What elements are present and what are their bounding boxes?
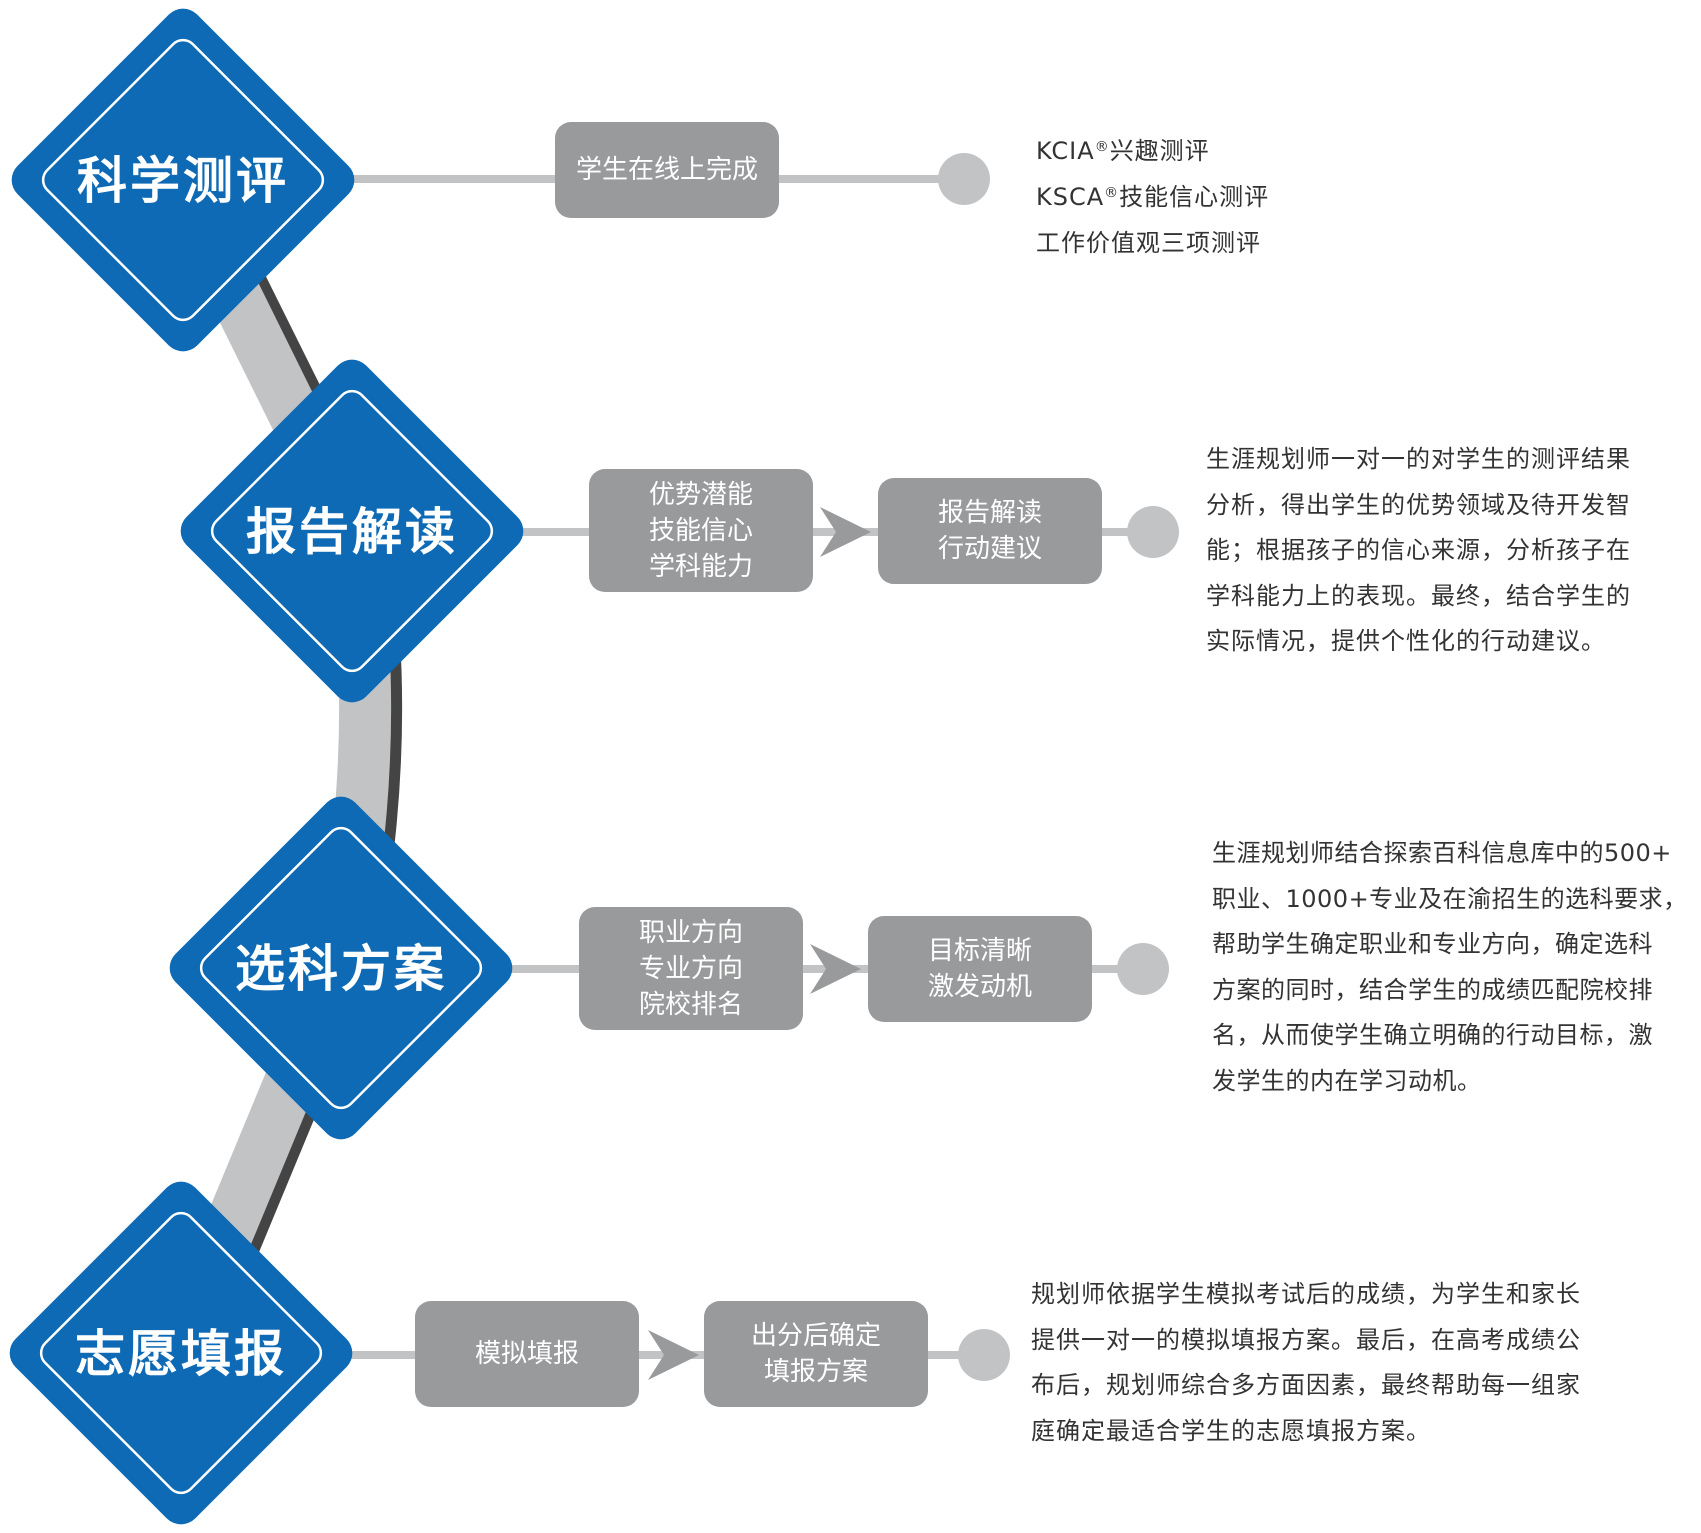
description-line: 提供一对一的模拟填报方案。最后，在高考成绩公 [1031, 1325, 1581, 1354]
arrow-icon [820, 507, 871, 557]
end-node [938, 153, 990, 205]
box-line: 技能信心 [648, 515, 753, 546]
step-1-description: KCIA®兴趣测评 KSCA®技能信心测评 工作价值观三项测评 [1036, 128, 1269, 266]
diamond-shape [11, 8, 355, 352]
step-4-box-2: 出分后确定 填报方案 [704, 1301, 928, 1407]
diamond-inner-border [41, 38, 325, 322]
box-line: 院校排名 [638, 989, 743, 1020]
diamond-inner-border [39, 1211, 323, 1495]
step-2-box-1: 优势潜能 技能信心 学科能力 [589, 469, 813, 592]
description-line: 布后，规划师综合多方面因素，最终帮助每一组家 [1031, 1371, 1581, 1399]
step-title: 选科方案 [235, 940, 447, 998]
step-1-diamond: 科学测评 [11, 8, 355, 352]
step-title: 科学测评 [77, 152, 289, 210]
description-line: 名，从而使学生确立明确的行动目标，激 [1212, 1021, 1653, 1049]
box-line: 目标清晰 [927, 936, 1032, 966]
test-name-suffix: 技能信心测评 [1119, 183, 1270, 211]
arrow-icon [648, 1330, 699, 1380]
description-line: 能；根据孩子的信心来源，分析孩子在 [1206, 536, 1631, 564]
test-name: KSCA [1036, 183, 1105, 211]
description-line: 生涯规划师结合探索百科信息库中的500+ [1212, 839, 1672, 867]
registered-mark: ® [1104, 185, 1120, 201]
box-line: 学科能力 [648, 551, 753, 582]
description-line: 规划师依据学生模拟考试后的成绩，为学生和家长 [1031, 1280, 1581, 1308]
description-line: 实际情况，提供个性化的行动建议。 [1206, 627, 1606, 655]
description-line: 发学生的内在学习动机。 [1212, 1066, 1482, 1095]
description-line: KSCA®技能信心测评 [1036, 174, 1269, 220]
description-line: KCIA®兴趣测评 [1036, 128, 1269, 174]
end-node [1117, 943, 1169, 995]
box-line: 填报方案 [763, 1357, 868, 1387]
diamond-shape [169, 796, 513, 1140]
box-line: 报告解读 [937, 498, 1042, 528]
step-connectors [154, 169, 403, 1362]
step-4-description: 规划师依据学生模拟考试后的成绩，为学生和家长 提供一对一的模拟填报方案。最后，在… [1031, 1272, 1581, 1454]
arrow-icon [810, 944, 861, 994]
box-line: 专业方向 [638, 953, 743, 984]
step-1-box-1: 学生在线上完成 [555, 122, 779, 218]
box-line: 优势潜能 [648, 479, 753, 510]
test-name: KCIA [1036, 137, 1095, 165]
description-line: 工作价值观三项测评 [1036, 229, 1261, 257]
registered-mark: ® [1094, 139, 1110, 155]
step-3-box-2: 目标清晰 激发动机 [868, 916, 1092, 1022]
description-line: 方案的同时，结合学生的成绩匹配院校排 [1212, 975, 1653, 1004]
step-2-description: 生涯规划师一对一的对学生的测评结果 分析，得出学生的优势领域及待开发智 能；根据… [1206, 437, 1631, 665]
box-line: 学生在线上完成 [575, 155, 758, 185]
diamond-shape [180, 359, 524, 703]
end-node [1127, 506, 1179, 558]
step-title: 报告解读 [246, 503, 458, 561]
description-line: 学科能力上的表现。最终，结合学生的 [1206, 581, 1631, 610]
diamond-inner-border [210, 389, 494, 673]
description-line: 分析，得出学生的优势领域及待开发智 [1206, 490, 1631, 519]
description-line: 生涯规划师一对一的对学生的测评结果 [1206, 445, 1631, 473]
box-line: 职业方向 [638, 917, 743, 948]
step-2-diamond: 报告解读 [180, 359, 524, 703]
end-node [958, 1329, 1010, 1381]
diamond-shape [9, 1181, 353, 1525]
description-line: 帮助学生确定职业和专业方向，确定选科 [1212, 930, 1653, 958]
step-3-diamond: 选科方案 [169, 796, 513, 1140]
test-name-suffix: 兴趣测评 [1109, 137, 1210, 165]
step-3-box-1: 职业方向 专业方向 院校排名 [579, 907, 803, 1030]
box-line: 模拟填报 [474, 1339, 579, 1369]
description-line: 职业、1000+专业及在渝招生的选科要求， [1212, 884, 1688, 913]
description-line: 庭确定最适合学生的志愿填报方案。 [1031, 1416, 1431, 1445]
box-line: 激发动机 [927, 972, 1032, 1002]
step-4-diamond: 志愿填报 [9, 1181, 353, 1525]
step-3-description: 生涯规划师结合探索百科信息库中的500+ 职业、1000+专业及在渝招生的选科要… [1212, 831, 1688, 1104]
diamond-inner-border [199, 826, 483, 1110]
step-2-box-2: 报告解读 行动建议 [878, 478, 1102, 584]
box-line: 行动建议 [937, 534, 1042, 564]
step-title: 志愿填报 [75, 1325, 287, 1383]
step-4-box-1: 模拟填报 [415, 1301, 639, 1407]
box-line: 出分后确定 [750, 1321, 881, 1351]
